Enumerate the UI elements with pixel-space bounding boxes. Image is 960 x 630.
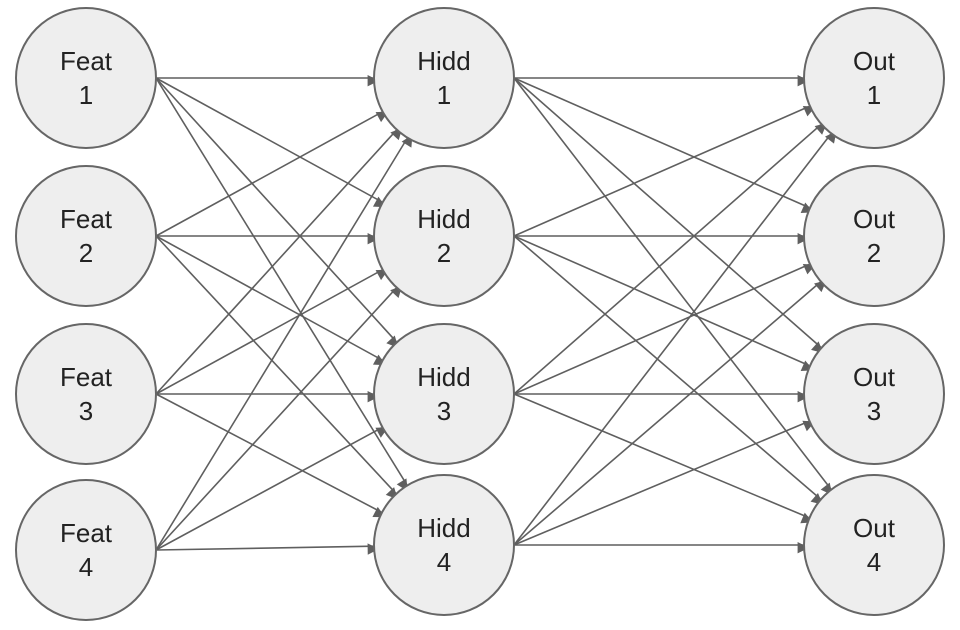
node-label-line2: 2 bbox=[867, 238, 881, 268]
node-circle bbox=[803, 165, 945, 307]
node-hidd-1: Hidd 1 bbox=[373, 7, 515, 149]
node-label-line1: Out bbox=[853, 204, 896, 234]
node-label-line1: Hidd bbox=[417, 204, 470, 234]
edge-feat-3-to-hidd-4 bbox=[155, 393, 386, 518]
edge-feat-2-to-hidd-4 bbox=[155, 235, 398, 500]
nodes: Feat1Feat2Feat3Feat4Hidd1Hidd2Hidd3Hidd4… bbox=[15, 7, 945, 621]
edge-feat-2-to-hidd-1 bbox=[155, 111, 389, 237]
edge-hidd-2-to-out-3 bbox=[513, 235, 814, 371]
node-label-line2: 1 bbox=[867, 80, 881, 110]
node-circle bbox=[15, 323, 157, 465]
edge-feat-4-to-hidd-3 bbox=[155, 427, 389, 551]
node-label-line1: Feat bbox=[60, 518, 113, 548]
node-label-line1: Hidd bbox=[417, 513, 470, 543]
edge-hidd-2-to-out-1 bbox=[513, 105, 816, 237]
node-hidd-4: Hidd 4 bbox=[373, 474, 515, 616]
node-circle bbox=[373, 7, 515, 149]
node-circle bbox=[803, 323, 945, 465]
node-label-line2: 3 bbox=[437, 396, 451, 426]
node-label-line2: 3 bbox=[867, 396, 881, 426]
node-circle bbox=[15, 165, 157, 307]
node-label-line2: 4 bbox=[867, 547, 881, 577]
node-out-2: Out 2 bbox=[803, 165, 945, 307]
edge-feat-3-to-hidd-2 bbox=[155, 269, 389, 395]
node-circle bbox=[373, 165, 515, 307]
edge-hidd-3-to-out-1 bbox=[513, 122, 827, 395]
edge-hidd-1-to-out-4 bbox=[513, 77, 833, 496]
edge-feat-3-to-hidd-1 bbox=[155, 127, 403, 395]
node-label-line2: 4 bbox=[79, 552, 93, 582]
edge-hidd-4-to-out-3 bbox=[513, 420, 816, 546]
node-label-line2: 4 bbox=[437, 547, 451, 577]
node-label-line2: 3 bbox=[79, 396, 93, 426]
node-label-line2: 2 bbox=[437, 238, 451, 268]
edge-hidd-4-to-out-1 bbox=[513, 131, 837, 546]
node-feat-3: Feat 3 bbox=[15, 323, 157, 465]
node-circle bbox=[15, 7, 157, 149]
node-hidd-3: Hidd 3 bbox=[373, 323, 515, 465]
node-feat-1: Feat 1 bbox=[15, 7, 157, 149]
node-label-line1: Out bbox=[853, 46, 896, 76]
edge-hidd-1-to-out-2 bbox=[513, 77, 814, 213]
edge-feat-2-to-hidd-3 bbox=[155, 235, 386, 366]
node-circle bbox=[15, 479, 157, 621]
node-label-line1: Out bbox=[853, 362, 896, 392]
node-out-3: Out 3 bbox=[803, 323, 945, 465]
edge-feat-1-to-hidd-3 bbox=[155, 77, 399, 348]
node-out-4: Out 4 bbox=[803, 474, 945, 616]
edge-feat-4-to-hidd-1 bbox=[155, 134, 413, 551]
edge-hidd-3-to-out-4 bbox=[513, 393, 814, 524]
node-label-line1: Hidd bbox=[417, 362, 470, 392]
node-feat-4: Feat 4 bbox=[15, 479, 157, 621]
node-circle bbox=[803, 7, 945, 149]
edge-hidd-3-to-out-2 bbox=[513, 263, 816, 395]
edge-hidd-1-to-out-3 bbox=[513, 77, 824, 354]
edge-hidd-2-to-out-4 bbox=[513, 235, 823, 505]
edge-feat-4-to-hidd-4 bbox=[155, 543, 380, 555]
edge-feat-1-to-hidd-2 bbox=[155, 77, 386, 208]
node-circle bbox=[373, 323, 515, 465]
node-label-line1: Feat bbox=[60, 204, 113, 234]
node-label-line1: Out bbox=[853, 513, 896, 543]
node-hidd-2: Hidd 2 bbox=[373, 165, 515, 307]
node-label-line2: 2 bbox=[79, 238, 93, 268]
node-label-line1: Feat bbox=[60, 362, 113, 392]
node-label-line2: 1 bbox=[79, 80, 93, 110]
edge-feat-1-to-hidd-4 bbox=[155, 77, 408, 492]
node-label-line1: Feat bbox=[60, 46, 113, 76]
node-label-line1: Hidd bbox=[417, 46, 470, 76]
edge-hidd-4-to-out-2 bbox=[513, 280, 827, 546]
edge-feat-4-to-hidd-2 bbox=[155, 285, 403, 551]
edges bbox=[155, 75, 837, 555]
node-feat-2: Feat 2 bbox=[15, 165, 157, 307]
node-out-1: Out 1 bbox=[803, 7, 945, 149]
node-circle bbox=[373, 474, 515, 616]
node-label-line2: 1 bbox=[437, 80, 451, 110]
node-circle bbox=[803, 474, 945, 616]
